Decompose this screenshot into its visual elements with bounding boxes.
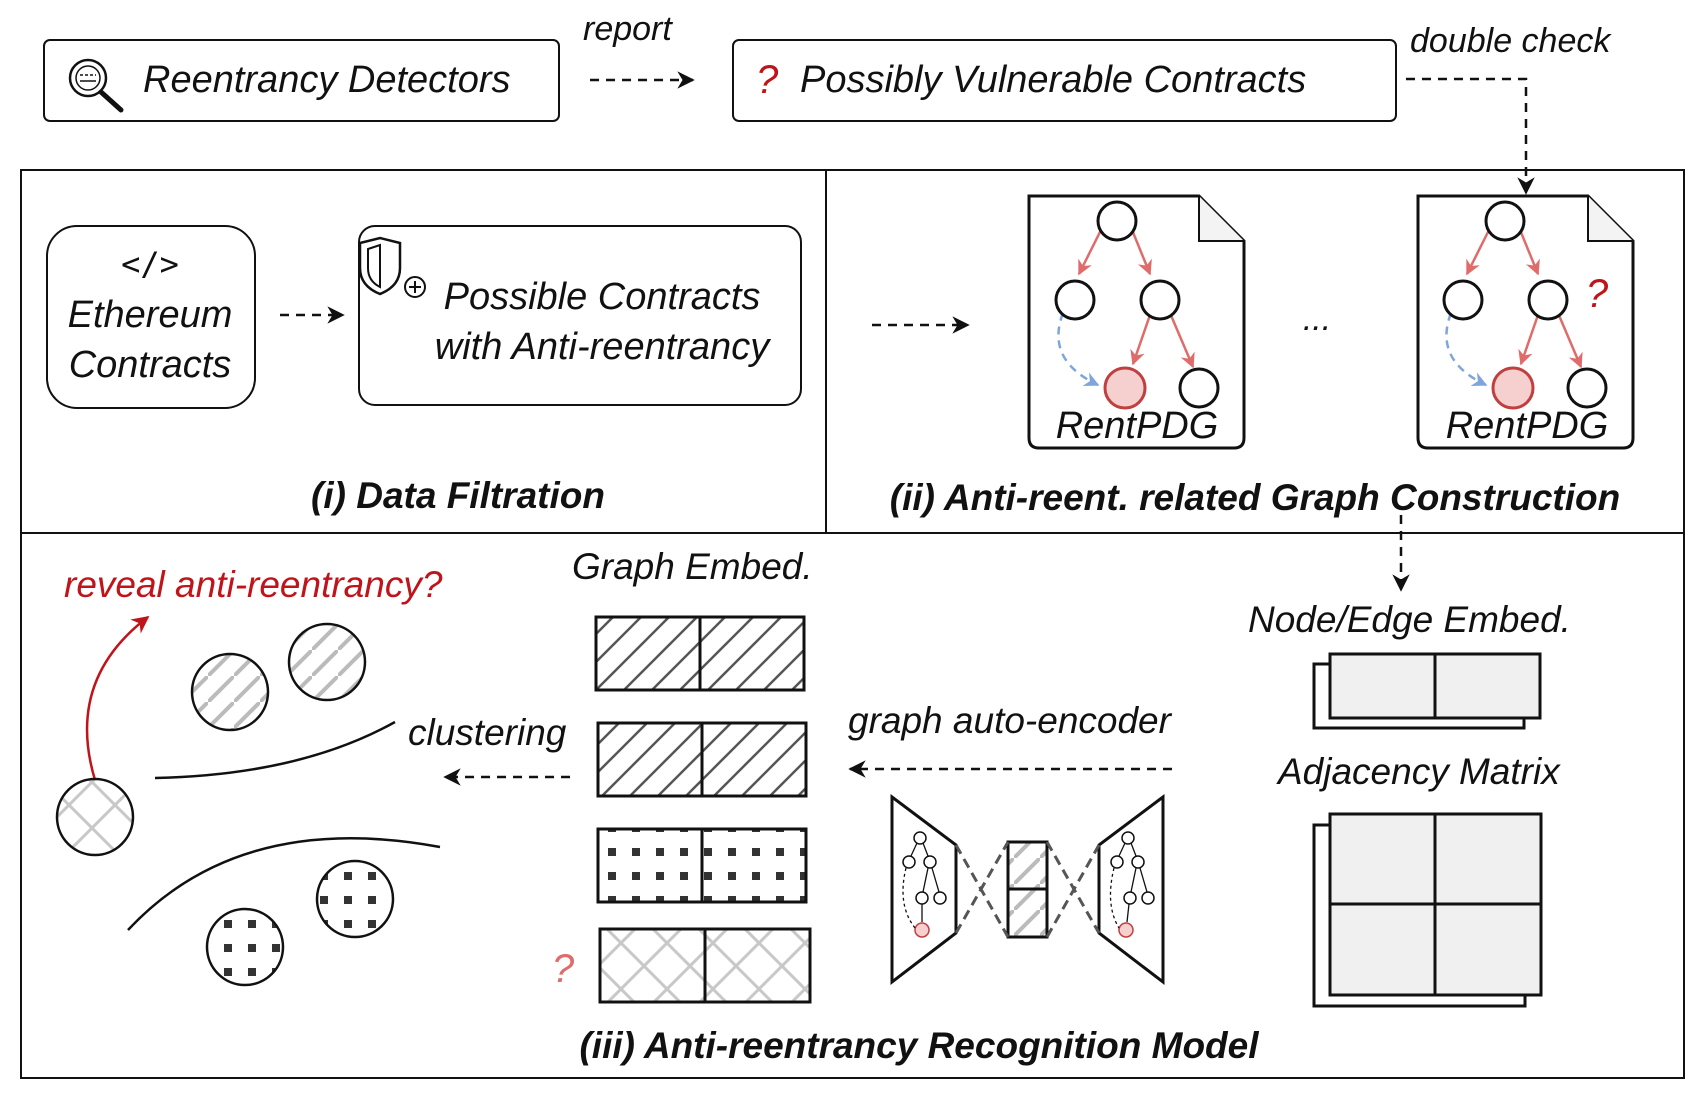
cluster-circle-cross xyxy=(55,777,135,857)
node-edge-embedding xyxy=(1312,652,1542,730)
cluster-boundary-2 xyxy=(127,837,441,931)
shield-icon xyxy=(358,236,426,298)
possible-label-line1: Possible Contracts xyxy=(444,276,761,318)
double-check-arrow xyxy=(1406,77,1535,195)
rentpdg-document-a: RentPDG xyxy=(1027,194,1246,450)
cluster-points xyxy=(55,622,395,987)
stage1-title: (i) Data Filtration xyxy=(311,475,605,516)
graph-embedding-3 xyxy=(596,827,808,904)
rentpdg-label-a: RentPDG xyxy=(1056,405,1219,447)
possible-contracts-box: Possible Contracts with Anti-reentrancy xyxy=(358,225,802,406)
reveal-arrow xyxy=(85,615,150,781)
detectors-label: Reentrancy Detectors xyxy=(143,59,511,101)
cluster-boundary-1 xyxy=(154,720,396,780)
clustering-label: clustering xyxy=(408,712,567,753)
graph-embedding-4 xyxy=(598,927,812,1004)
ethereum-contracts-box: </> Ethereum Contracts xyxy=(46,225,256,409)
possible-label-line2: with Anti-reentrancy xyxy=(435,326,771,368)
reentrancy-detectors-box: Reentrancy Detectors xyxy=(43,39,560,122)
reveal-label: reveal anti-reentrancy? xyxy=(64,564,443,605)
cluster-circle-diag-1 xyxy=(190,652,270,732)
adjacency-label: Adjacency Matrix xyxy=(1276,751,1561,792)
graph-embedding-1 xyxy=(594,615,806,692)
stage3-title: (iii) Anti-reentrancy Recognition Model xyxy=(579,1025,1259,1066)
question-mark-icon: ? xyxy=(756,58,779,102)
autoencoder-diagram xyxy=(890,794,1165,986)
rentpdg-label-b: RentPDG xyxy=(1446,405,1609,447)
cluster-circle-dot-2 xyxy=(205,907,285,987)
code-icon: </> xyxy=(121,245,179,283)
double-check-label: double check xyxy=(1410,22,1612,60)
stage2-title: (ii) Anti-reent. related Graph Construct… xyxy=(890,477,1620,518)
graph-embedding-2 xyxy=(596,721,808,798)
main-frame xyxy=(20,169,1685,1079)
embedding-question-icon: ? xyxy=(552,947,575,991)
cluster-circle-diag-2 xyxy=(287,622,367,702)
ellipsis-label: ... xyxy=(1303,300,1331,338)
vulnerable-label: Possibly Vulnerable Contracts xyxy=(800,59,1306,101)
gae-label: graph auto-encoder xyxy=(848,700,1173,741)
vulnerable-contracts-box: ? Possibly Vulnerable Contracts xyxy=(732,39,1397,122)
adjacency-matrix xyxy=(1312,812,1543,1008)
rentpdg-b-question-icon: ? xyxy=(1586,272,1609,316)
report-label: report xyxy=(583,10,673,48)
ethereum-label-line1: Ethereum xyxy=(68,294,233,336)
cluster-circle-dot-1 xyxy=(315,859,395,939)
magnifier-icon xyxy=(68,58,124,113)
rentpdg-document-b: ? RentPDG xyxy=(1416,194,1635,450)
node-edge-label: Node/Edge Embed. xyxy=(1248,599,1571,640)
graph-embed-label: Graph Embed. xyxy=(572,546,813,587)
ethereum-label-line2: Contracts xyxy=(69,344,232,386)
